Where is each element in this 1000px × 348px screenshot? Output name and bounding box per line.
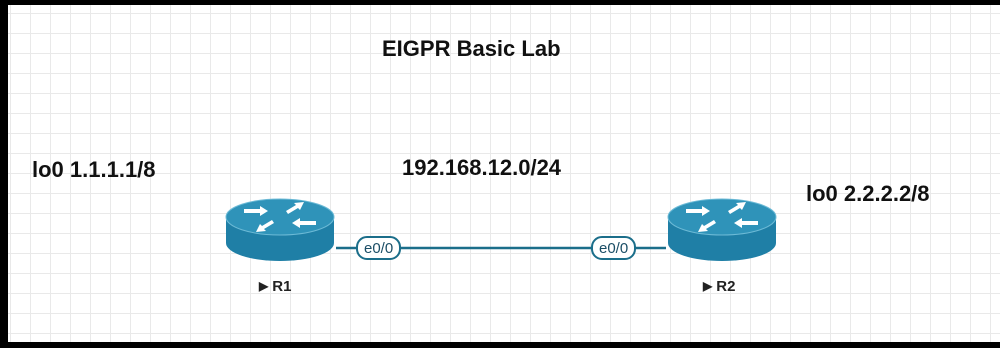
r2-name-text: R2 xyxy=(716,278,736,295)
router-icon xyxy=(667,198,777,261)
diagram-title: EIGPR Basic Lab xyxy=(382,36,561,61)
r1-node-label: ▶R1 xyxy=(259,279,291,294)
play-icon: ▶ xyxy=(259,279,269,293)
r2-interface-badge[interactable]: e0/0 xyxy=(591,236,637,260)
router-icon xyxy=(225,198,335,261)
play-icon: ▶ xyxy=(703,279,713,293)
r1-name-text: R1 xyxy=(272,278,292,295)
link-subnet-label: 192.168.12.0/24 xyxy=(402,155,562,180)
router-r2[interactable] xyxy=(666,197,778,263)
r2-node-label: ▶R2 xyxy=(703,279,735,294)
r1-loopback-label: lo0 1.1.1.1/8 xyxy=(32,157,156,182)
r1-interface-badge[interactable]: e0/0 xyxy=(356,236,402,260)
router-r1[interactable] xyxy=(224,197,336,263)
r2-loopback-label: lo0 2.2.2.2/8 xyxy=(806,181,930,206)
